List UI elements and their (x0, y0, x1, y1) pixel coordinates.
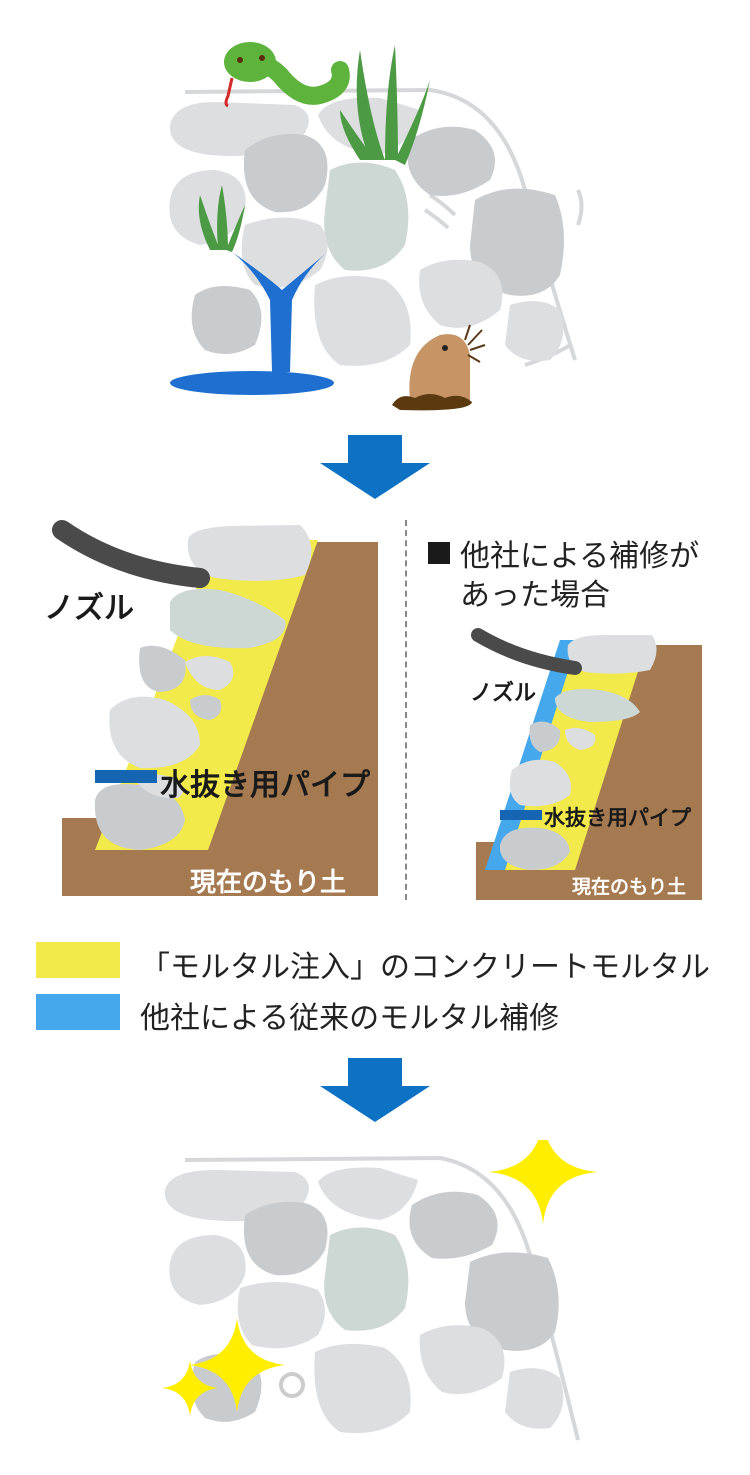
sparkle-icon (189, 1318, 285, 1412)
stone (94, 784, 185, 850)
stone (187, 525, 312, 581)
stone (243, 134, 328, 213)
legend-label: 「モルタル注入」のコンクリートモルタル (140, 950, 710, 985)
stone (465, 1252, 559, 1351)
mole-icon (392, 324, 486, 411)
right-cross-section (471, 628, 702, 900)
down-arrow-icon (320, 1058, 430, 1122)
sparkle-icon (488, 1140, 598, 1224)
nozzle-label: ノズル (44, 591, 134, 626)
drain-pipe (95, 770, 157, 783)
legend-swatch-old (36, 994, 120, 1030)
legend-swatch-new (36, 942, 120, 978)
water-icon (232, 250, 330, 372)
stone (314, 1343, 411, 1434)
nozzle-label: ノズル (470, 681, 537, 706)
stone (109, 696, 200, 769)
crack-line (428, 193, 457, 217)
stone (567, 635, 657, 674)
stone (324, 1227, 409, 1331)
pipe-outlet (279, 1372, 305, 1398)
stone (509, 759, 571, 807)
stone (529, 721, 561, 752)
stone (190, 695, 222, 720)
stone (555, 689, 640, 722)
stone (237, 1281, 325, 1349)
sparkle-icon (162, 1360, 218, 1416)
right-panel-note: 他社による補修が (428, 538, 699, 576)
water-puddle (170, 371, 334, 395)
stone (505, 301, 564, 361)
grass-icon (198, 185, 245, 252)
stone (505, 1368, 564, 1429)
pipe-label: 水抜き用パイプ (544, 806, 691, 830)
legend-label: 他社による従来のモルタル補修 (140, 1001, 560, 1036)
stone (419, 1325, 505, 1395)
soil (62, 542, 378, 896)
soil (476, 645, 702, 900)
stone (419, 259, 503, 328)
black-square-icon (428, 542, 450, 564)
down-arrow-icon (320, 435, 430, 499)
stone (170, 588, 286, 649)
grass-icon (340, 45, 430, 165)
drain-pipe (500, 810, 542, 820)
stone (409, 1191, 498, 1259)
stone (499, 827, 570, 870)
soil-label: 現在のもり土 (190, 868, 347, 898)
stone (470, 188, 564, 296)
crack-line (423, 208, 450, 230)
stone (324, 162, 409, 271)
right-panel-note-line2: あった場合 (460, 578, 610, 613)
stone (169, 1235, 246, 1305)
stone (191, 286, 262, 354)
nozzle-icon (52, 520, 210, 588)
snake-icon (224, 42, 350, 108)
stone (407, 126, 495, 196)
repaired-wall-illustration (162, 1140, 598, 1441)
stone (185, 656, 234, 690)
crack-line (576, 189, 584, 226)
stone (318, 1167, 418, 1220)
stone (139, 645, 186, 692)
damaged-wall-illustration (169, 42, 584, 411)
stone (241, 217, 328, 288)
pipe-label: 水抜き用パイプ (160, 768, 370, 803)
soil-label: 現在のもり土 (572, 876, 687, 898)
nozzle-icon (471, 628, 582, 675)
stone (243, 1201, 328, 1276)
panel-divider (405, 520, 407, 900)
stone (314, 276, 411, 366)
left-cross-section (52, 520, 378, 896)
stone (565, 727, 596, 750)
